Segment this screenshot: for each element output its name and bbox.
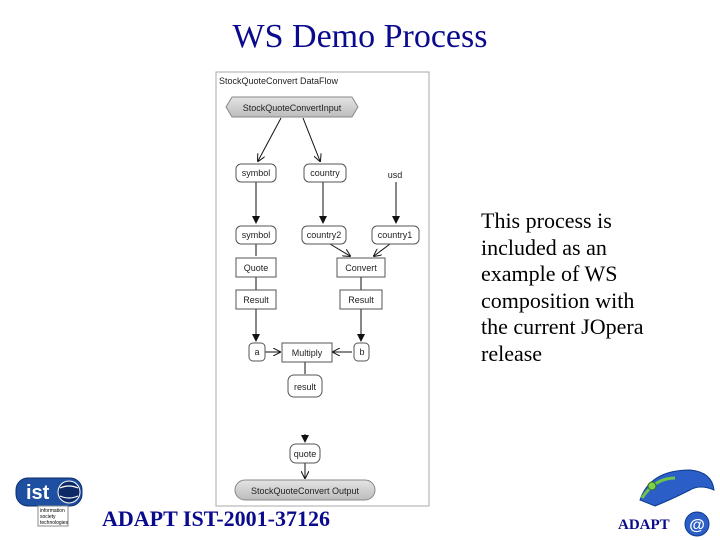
- node-result-out-label: result: [294, 382, 317, 392]
- task-quote[interactable]: [235, 257, 277, 278]
- at-sign-glyph: @: [689, 517, 705, 534]
- edge-input-symbol: [258, 117, 282, 161]
- diagram-header: StockQuoteConvert DataFlow: [219, 76, 339, 86]
- ist-caption-line-3: technologies: [40, 520, 69, 526]
- chameleon-back-stripe: [640, 476, 676, 499]
- description-line: the current JOpera: [481, 314, 644, 339]
- chameleon-body: [639, 469, 715, 507]
- ist-caption-box: [37, 505, 69, 527]
- ist-caption-line-2: society: [40, 514, 56, 520]
- ist-logo-text: ist: [26, 482, 50, 504]
- description-line: composition with: [481, 287, 635, 313]
- node-symbol-top-label: symbol: [242, 168, 271, 178]
- task-quote-label: Quote: [244, 263, 269, 273]
- diagram-panel: [215, 71, 430, 507]
- input-bar-label: StockQuoteConvertInput: [243, 103, 342, 113]
- node-usd-label[interactable]: usd: [388, 170, 403, 180]
- task-multiply-label: Multiply: [292, 348, 323, 358]
- ist-globe-lines: [59, 485, 79, 499]
- node-result-out[interactable]: [287, 374, 323, 398]
- node-country1-label: country1: [378, 230, 413, 240]
- description-line: release: [481, 340, 543, 366]
- description-line: example of WS: [481, 261, 618, 286]
- node-b[interactable]: [353, 342, 370, 362]
- node-symbol-mid-label: symbol: [242, 230, 271, 240]
- node-result-left-label: Result: [243, 295, 269, 305]
- node-quote-out[interactable]: [289, 443, 321, 464]
- at-sign-icon: [684, 511, 710, 537]
- node-b-label: b: [359, 347, 364, 357]
- task-convert-label: Convert: [345, 263, 377, 273]
- output-bar-label: StockQuoteConvert Output: [251, 486, 360, 496]
- edges: [252, 117, 400, 478]
- edge-country1-convert: [374, 243, 391, 256]
- output-bar[interactable]: [234, 479, 376, 501]
- task-convert[interactable]: [336, 257, 386, 278]
- task-multiply[interactable]: [281, 342, 333, 363]
- input-bar[interactable]: [225, 96, 359, 118]
- node-quote-out-label: quote: [294, 449, 317, 459]
- description-line: This process is: [481, 208, 612, 233]
- footer-adapt-label: ADAPT: [618, 517, 670, 533]
- node-country-top-label: country: [310, 168, 340, 178]
- ist-logo: ist information society technologies: [15, 477, 83, 527]
- node-result-left[interactable]: [235, 289, 277, 310]
- node-result-right-label: Result: [348, 295, 374, 305]
- adapt-chameleon-logo: @: [639, 469, 715, 537]
- node-a-label: a: [254, 347, 259, 357]
- edge-input-country: [302, 117, 320, 161]
- node-a[interactable]: [248, 342, 266, 362]
- slide-title: WS Demo Process: [232, 18, 488, 55]
- node-result-right[interactable]: [339, 289, 383, 310]
- description-text: This process is included as an example o…: [481, 208, 701, 367]
- node-country2-label: country2: [307, 230, 342, 240]
- node-symbol-top[interactable]: [235, 163, 277, 183]
- node-symbol-mid[interactable]: [235, 225, 277, 245]
- ist-globe-icon: [57, 480, 81, 504]
- node-country2[interactable]: [301, 225, 347, 245]
- node-country1[interactable]: [371, 225, 420, 245]
- description-line: included as an: [481, 234, 607, 260]
- footer-project-id: ADAPT IST-2001-37126: [102, 506, 330, 531]
- node-country-top[interactable]: [303, 163, 347, 183]
- edge-country2-convert: [329, 243, 350, 256]
- ist-caption-line-1: information: [40, 508, 65, 514]
- chameleon-eye: [647, 481, 657, 491]
